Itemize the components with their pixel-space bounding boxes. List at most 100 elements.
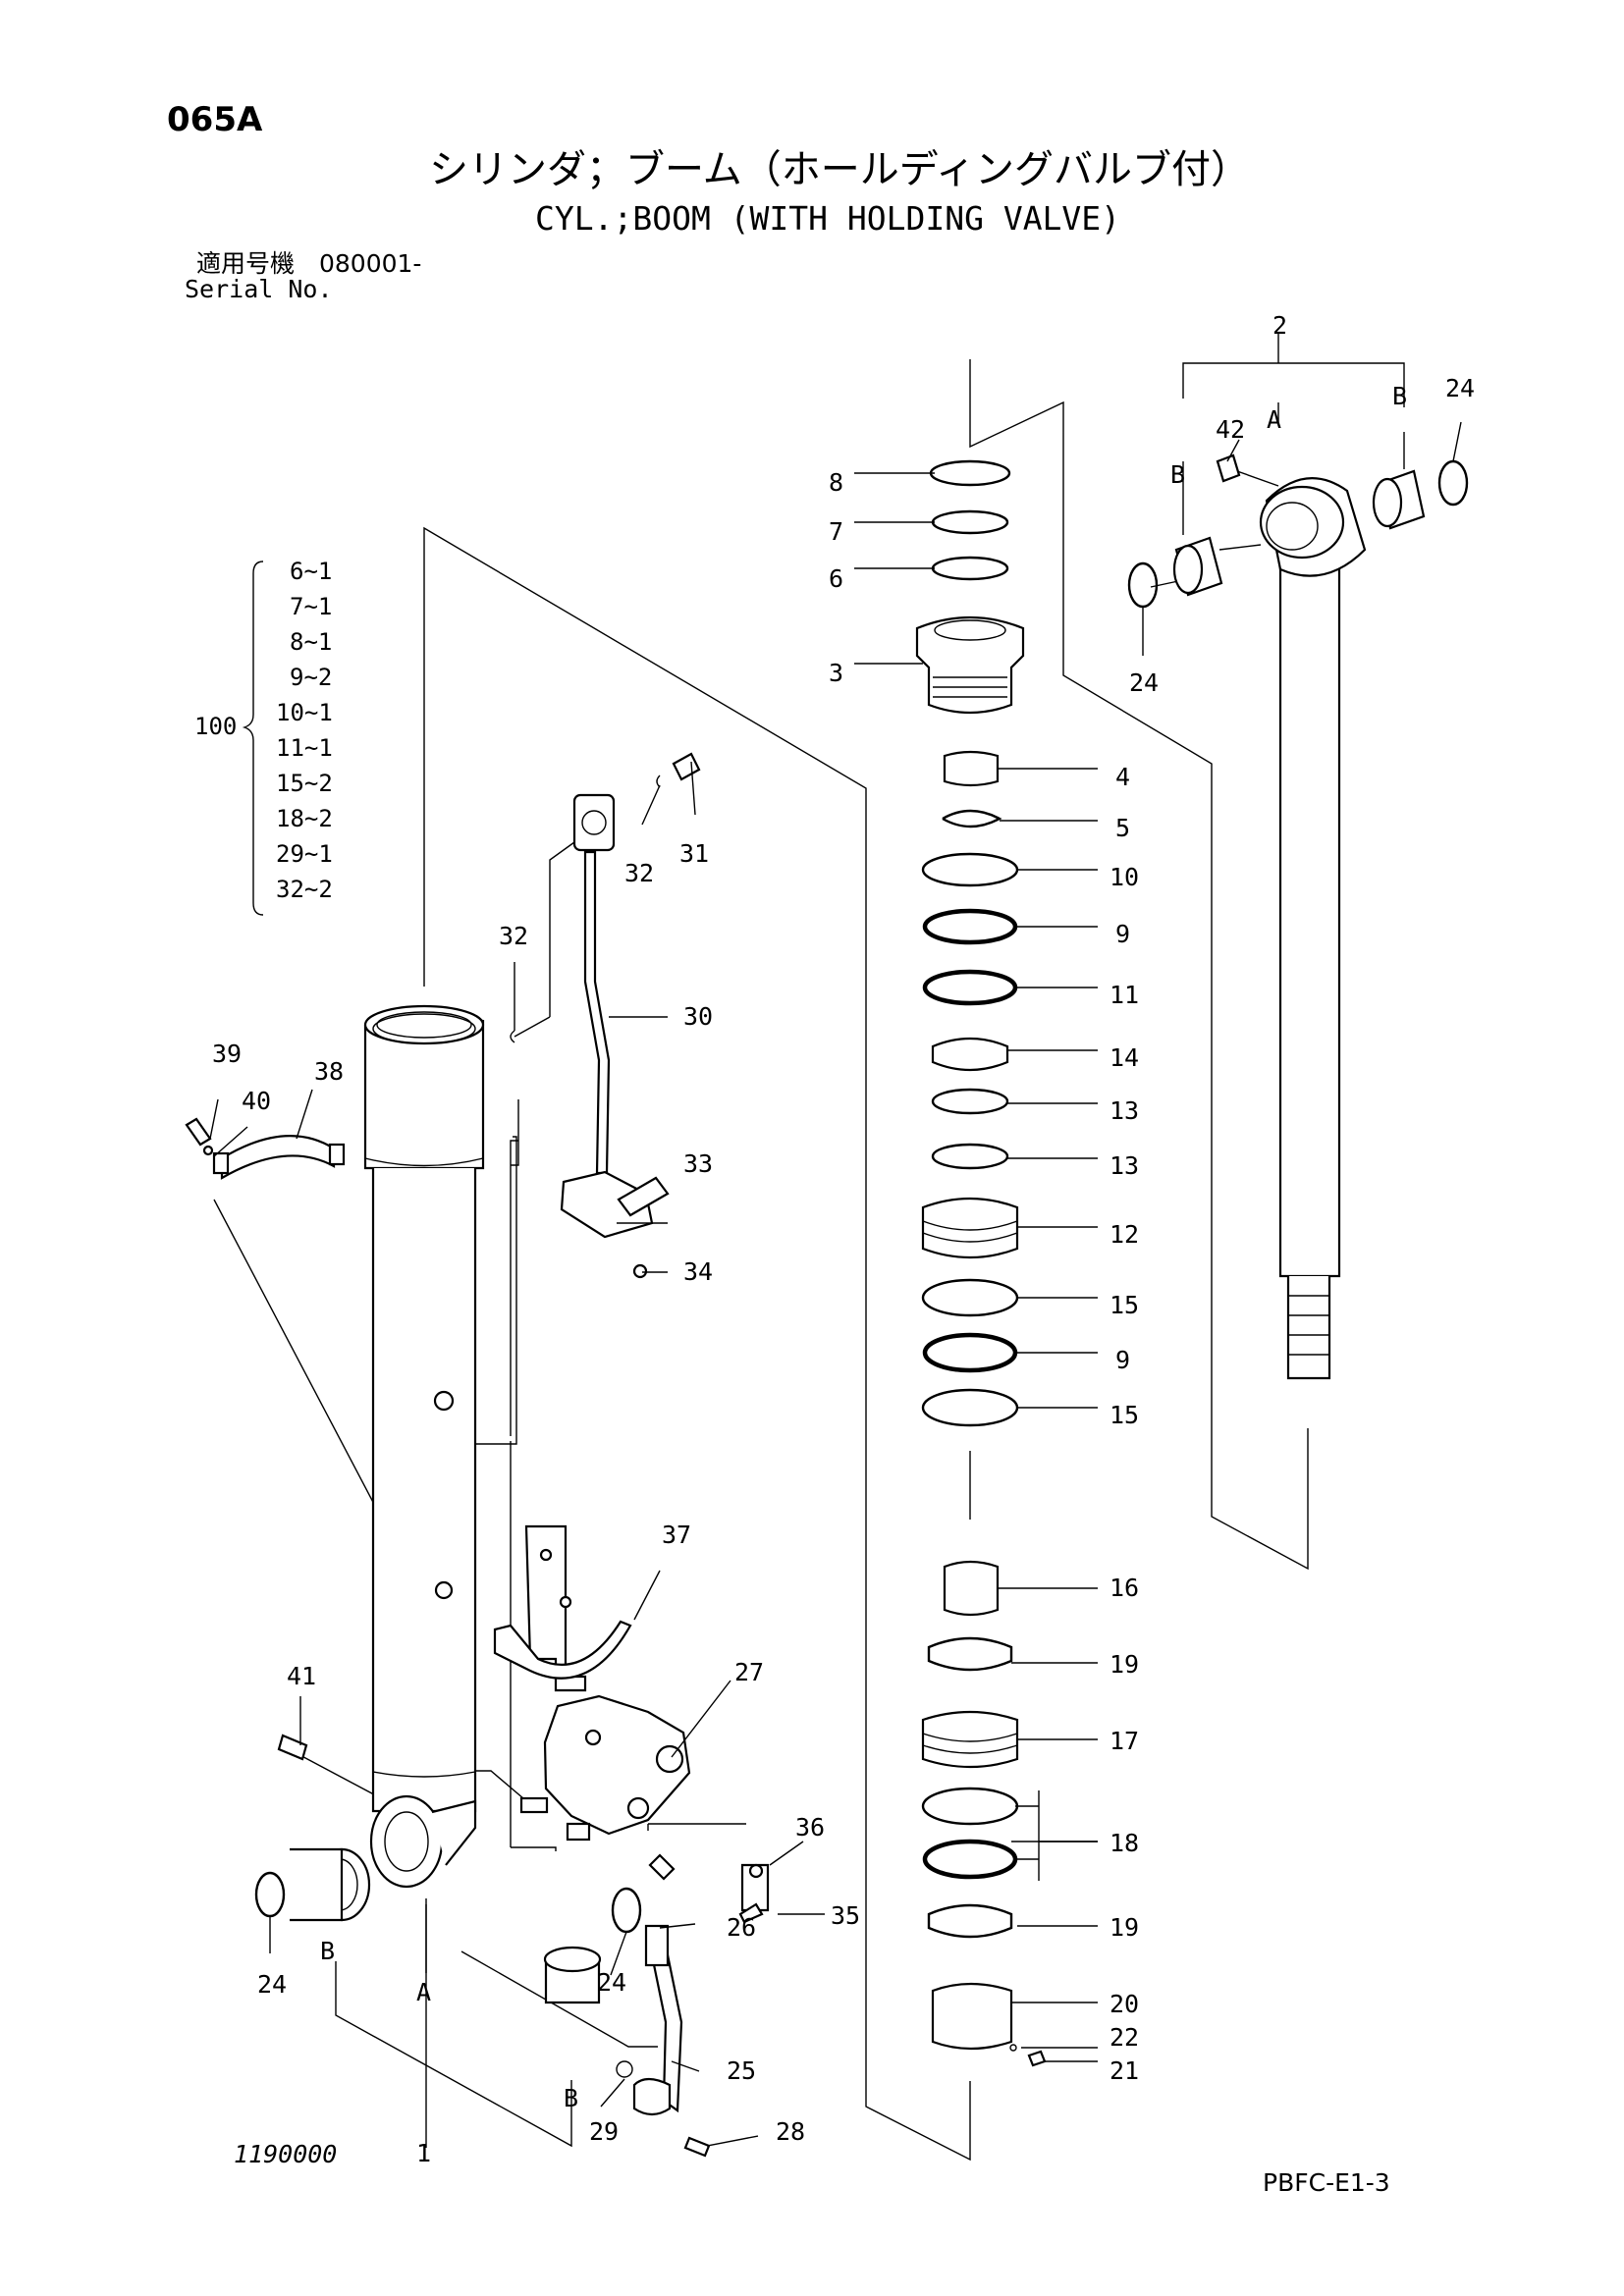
callout-number: 39	[212, 1040, 242, 1068]
cushion-bearing-icon	[943, 1560, 1000, 1617]
callout-number: 9	[1115, 1346, 1130, 1374]
seal-icon	[921, 1787, 1019, 1826]
seal-icon	[921, 1388, 1019, 1427]
grease-fitting-icon	[277, 1734, 308, 1761]
callout-number: 10	[1110, 863, 1139, 891]
kit-item: 10~1	[276, 699, 333, 726]
leader-line	[209, 1089, 313, 1157]
rod-thread-end	[1286, 1276, 1331, 1380]
pin-bushing	[1372, 477, 1403, 528]
tube-thread	[372, 1013, 476, 1044]
tube-lug	[431, 1799, 477, 1866]
slide-ring-icon	[927, 1636, 1013, 1672]
leader-line	[854, 472, 935, 665]
kit-item: 8~1	[290, 628, 332, 656]
hose-elbow	[632, 2077, 672, 2116]
tube-step	[364, 1157, 484, 1167]
bushing-icon	[943, 750, 1000, 787]
tube-eye-bore	[384, 1811, 429, 1872]
callout-number: 1	[416, 2139, 431, 2167]
retaining-ring-icon	[1437, 459, 1469, 507]
pipe-assembly	[510, 752, 701, 1279]
washer-icon	[202, 1145, 214, 1156]
leader-line	[1142, 402, 1462, 656]
callout-number: 32	[624, 859, 654, 887]
callout-number: 35	[831, 1901, 860, 1930]
callout-number: 20	[1110, 1990, 1139, 2018]
assembly-line	[423, 526, 971, 2162]
callout-number: 34	[683, 1257, 713, 1286]
leader-line	[609, 1016, 668, 1273]
pin-bushing	[1172, 544, 1204, 595]
band-lug	[328, 1143, 346, 1166]
band	[185, 1117, 346, 1180]
callout-number: 2	[1272, 311, 1287, 340]
set-screw-icon	[1009, 2044, 1017, 2052]
kit-number: 100	[194, 713, 237, 740]
callout-number: 24	[1445, 374, 1475, 402]
callout-number: 8	[829, 468, 843, 497]
rod-head-bore	[934, 619, 1006, 641]
kit-item: 18~2	[276, 805, 333, 832]
snap-ring-icon	[942, 809, 1002, 828]
callout-number: 42	[1216, 415, 1245, 444]
band-strap	[220, 1135, 336, 1180]
callout-number: 27	[734, 1658, 764, 1686]
callout-number: 26	[727, 1913, 756, 1942]
callout-number: 19	[1110, 1913, 1139, 1942]
o-ring-icon	[922, 908, 1018, 945]
callout-number: 17	[1110, 1727, 1139, 1755]
rod-thread	[1288, 1295, 1329, 1356]
catalog-reference: PBFC-E1-3	[1263, 2168, 1390, 2197]
tube-base-line	[372, 1771, 476, 1778]
callout-number: 5	[1115, 814, 1130, 842]
valve-port	[584, 1729, 602, 1746]
pipe	[583, 850, 611, 1175]
page-title-english: CYL.;BOOM (WITH HOLDING VALVE)	[535, 199, 1121, 238]
piston-icon	[921, 1710, 1019, 1769]
callout-number: B	[1170, 460, 1185, 489]
callout-number: 31	[679, 839, 709, 868]
kit-item: 9~2	[290, 664, 332, 691]
o-ring-icon	[922, 1839, 1018, 1880]
callout-number: 13	[1110, 1151, 1139, 1180]
leader-line	[633, 1570, 825, 1915]
kit-item: 11~1	[276, 734, 333, 762]
callout-number: 15	[1110, 1401, 1139, 1429]
cylinder-tube	[363, 1004, 485, 1889]
assembly-line	[1150, 580, 1179, 588]
callout-number: 28	[776, 2117, 805, 2146]
bolt-icon	[683, 2136, 711, 2158]
valve-plug	[566, 1822, 591, 1842]
hose-end	[644, 1924, 670, 1967]
callout-number: 16	[1110, 1574, 1139, 1602]
piston-groove	[922, 1220, 1018, 1243]
retaining-ring-icon	[611, 1887, 642, 1934]
pipe-elbow-nut	[617, 1176, 670, 1217]
assembly-line	[969, 359, 1309, 1571]
callout-number: 18	[1110, 1829, 1139, 1857]
callout-number: A	[416, 1978, 431, 2006]
callout-number: 12	[1110, 1220, 1139, 1249]
callout-number: 25	[727, 2056, 756, 2085]
callout-number: B	[1392, 382, 1407, 410]
callout-number: 9	[1115, 920, 1130, 948]
callout-number: 3	[829, 659, 843, 687]
callout-number: 24	[597, 1968, 626, 1997]
slide-ring-icon	[927, 1903, 1013, 1939]
bolt-icon	[738, 1902, 764, 1924]
leader-line	[514, 841, 575, 1038]
grease-fitting-icon	[1216, 454, 1241, 483]
kit-brace	[242, 561, 264, 916]
serial-label-english: Serial No.	[185, 275, 333, 303]
rod-eye-bore	[1266, 502, 1319, 551]
port-boss	[434, 1580, 454, 1600]
kit-item: 7~1	[290, 593, 332, 620]
port-boss	[433, 1390, 455, 1412]
seal-icon	[921, 1278, 1019, 1317]
callout-number: 14	[1110, 1043, 1139, 1072]
valve-body	[543, 1694, 691, 1836]
tube-thread	[376, 1011, 472, 1039]
pipe-block-bore	[581, 810, 607, 835]
rod-head-thread	[933, 676, 1007, 698]
